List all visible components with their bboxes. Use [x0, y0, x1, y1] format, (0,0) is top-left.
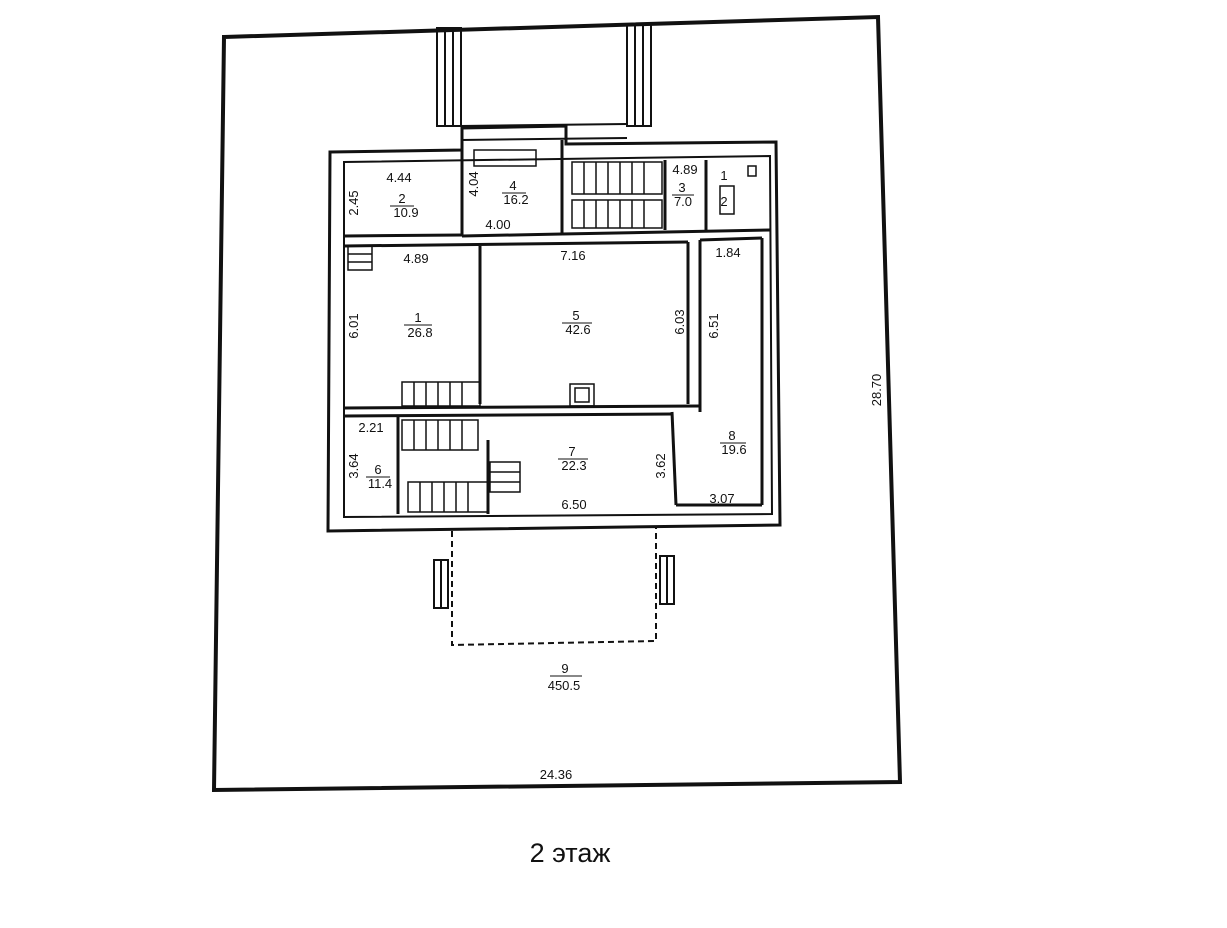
room-5-area: 42.6: [565, 322, 590, 337]
room-7-area: 22.3: [561, 458, 586, 473]
room-7-number: 7: [568, 444, 575, 459]
room-6-area: 11.4: [368, 476, 392, 491]
dim-r3-width: 4.89: [672, 162, 697, 177]
fixtures: [473, 149, 757, 407]
interior-walls: [343, 140, 771, 514]
room-1-area: 26.8: [407, 325, 432, 340]
room-2-area: 10.9: [393, 205, 418, 220]
dim-r1-height: 6.01: [346, 313, 361, 338]
room-8-area: 19.6: [721, 442, 746, 457]
dim-r4-height: 4.04: [466, 171, 481, 196]
building-outer-wall: [326, 124, 782, 533]
room-2-number: 2: [398, 191, 405, 206]
wc-label-2: 2: [720, 194, 727, 209]
dim-r5-width: 7.16: [560, 248, 585, 263]
dim-r6-height: 3.64: [346, 453, 361, 478]
dim-r2-width: 4.44: [386, 170, 411, 185]
dim-r6-width: 2.21: [358, 420, 383, 435]
site-number: 9: [561, 661, 568, 676]
dim-site-depth: 28.70: [869, 374, 884, 407]
dim-site-width: 24.36: [540, 767, 573, 782]
wc-label-1: 1: [720, 168, 727, 183]
dim-r5-height: 6.03: [672, 309, 687, 334]
dim-r8-width-bottom: 3.07: [709, 491, 734, 506]
stairs: [347, 161, 663, 513]
site-boundary: [211, 14, 903, 793]
dim-r7-height: 3.62: [653, 453, 668, 478]
dim-r2-height: 2.45: [346, 190, 361, 215]
room-3-number: 3: [678, 180, 685, 195]
room-3-area: 7.0: [674, 194, 692, 209]
room-4-area: 16.2: [503, 192, 528, 207]
bottom-porch: [433, 527, 675, 647]
dim-r8-height: 6.51: [706, 313, 721, 338]
room-5-number: 5: [572, 308, 579, 323]
room-8-number: 8: [728, 428, 735, 443]
dim-r4-width: 4.00: [485, 217, 510, 232]
floor-caption: 2 этаж: [529, 838, 611, 868]
room-1-number: 1: [414, 310, 421, 325]
dim-r1-width: 4.89: [403, 251, 428, 266]
building-inner-wall: [343, 154, 774, 519]
top-porch: [436, 23, 652, 141]
dim-r7-width: 6.50: [561, 497, 586, 512]
site-area: 450.5: [548, 678, 581, 693]
room-6-number: 6: [374, 462, 381, 477]
room-4-number: 4: [509, 178, 516, 193]
dim-r8-width-top: 1.84: [715, 245, 740, 260]
